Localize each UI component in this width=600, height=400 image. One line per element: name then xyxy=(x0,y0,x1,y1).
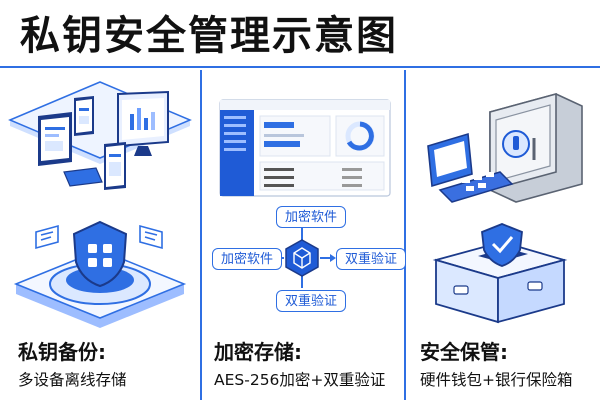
safe-illustration xyxy=(427,92,583,324)
panel-backup-heading: 私钥备份: xyxy=(18,340,106,364)
panel-storage: 加密软件 加密软件 双重验证 双重验证 加密存储: AES-256加密+双重验证 xyxy=(202,72,407,400)
panel-backup: 私钥备份: 多设备离线存储 xyxy=(0,72,200,400)
page-title: 私钥安全管理示意图 xyxy=(20,13,398,59)
chat-bubble-icon xyxy=(35,224,59,250)
panel-storage-subtitle: AES-256加密+双重验证 xyxy=(214,371,386,389)
phone-front-icon xyxy=(104,142,126,190)
flow-node-top: 加密软件 xyxy=(276,206,347,228)
flow-node-bottom: 双重验证 xyxy=(276,290,347,312)
shield-check-icon xyxy=(481,223,523,267)
panel-custody-subtitle: 硬件钱包+银行保险箱 xyxy=(420,371,573,389)
shield-icon xyxy=(72,220,128,288)
safe-icon xyxy=(489,92,583,203)
chat-bubble-icon xyxy=(139,224,163,250)
cube-icon xyxy=(285,239,319,277)
panel-custody: 安全保管: 硬件钱包+银行保险箱 xyxy=(406,72,600,400)
panel-custody-heading: 安全保管: xyxy=(420,340,508,364)
phone-icon xyxy=(74,96,94,136)
devices-illustration xyxy=(8,81,192,328)
card-icon xyxy=(63,167,103,187)
monitor-icon xyxy=(117,90,169,156)
donut-chart xyxy=(346,121,374,151)
flow-node-right: 双重验证 xyxy=(336,248,407,270)
hardware-wallet-icon xyxy=(427,132,514,203)
column-divider-right xyxy=(404,70,406,400)
flow-node-left: 加密软件 xyxy=(212,248,283,270)
app-sidebar xyxy=(220,110,254,196)
column-divider-left xyxy=(200,70,202,400)
app-screenshot-illustration xyxy=(219,99,391,288)
tablet-icon xyxy=(38,112,72,166)
panel-storage-heading: 加密存储: xyxy=(214,340,302,364)
panel-backup-subtitle: 多设备离线存储 xyxy=(18,371,127,389)
header-divider xyxy=(0,66,600,68)
